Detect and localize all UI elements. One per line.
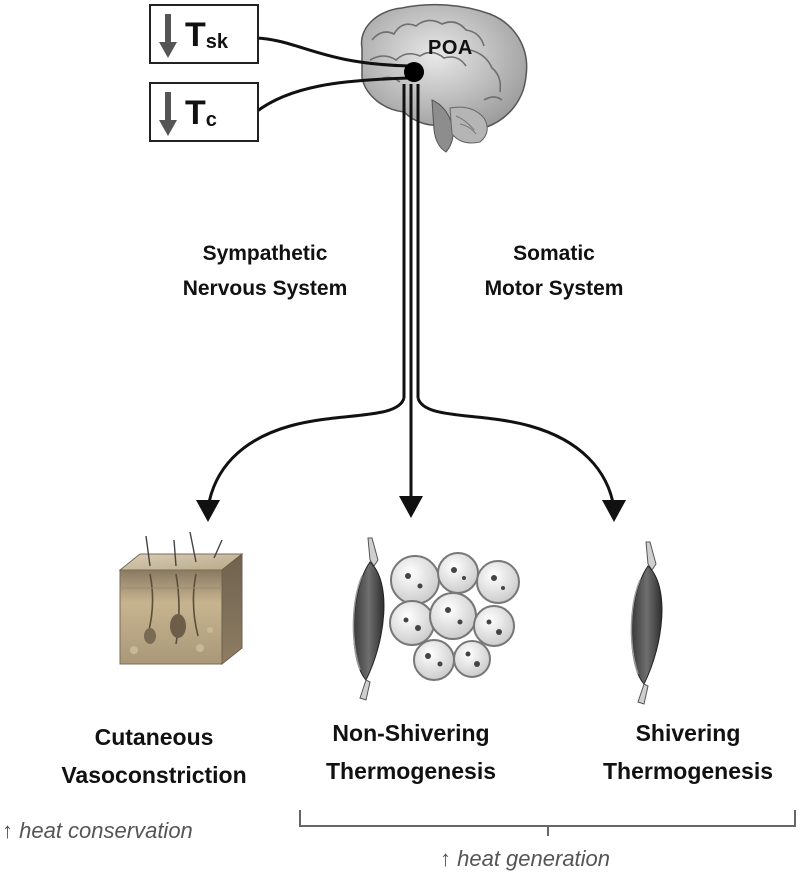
muscle-icon	[630, 541, 663, 705]
core-temperature-box: Tc	[149, 82, 259, 142]
arrowhead-center	[399, 496, 423, 518]
branch-left	[206, 397, 406, 509]
down-arrow-icon	[159, 14, 177, 58]
brown-adipocytes-icon	[389, 552, 520, 681]
sympathetic-label: Sympathetic Nervous System	[182, 242, 348, 300]
branch-right	[416, 397, 616, 509]
core-input-line	[255, 76, 411, 114]
muscle-icon	[352, 537, 385, 701]
skin-temperature-label: Tsk	[185, 16, 229, 54]
arrowhead-right	[602, 500, 626, 522]
arrowhead-left	[196, 500, 220, 522]
poa-node	[404, 62, 424, 82]
shivering-thermogenesis-label: Shivering Thermogenesis	[603, 720, 773, 784]
somatic-label: Somatic Motor System	[484, 242, 624, 300]
cutaneous-vasoconstriction-label: Cutaneous Vasoconstriction	[61, 724, 247, 788]
heat-generation-bracket	[299, 810, 796, 827]
skin-section-icon	[118, 531, 244, 666]
skin-input-line	[255, 36, 411, 68]
poa-label: POA	[428, 37, 473, 59]
skin-temperature-box: Tsk	[149, 4, 259, 64]
core-temperature-label: Tc	[185, 94, 217, 132]
non-shivering-thermogenesis-label: Non-Shivering Thermogenesis	[326, 720, 496, 784]
heat-conservation-note: ↑ heat conservation	[2, 818, 193, 843]
heat-generation-note: ↑ heat generation	[440, 846, 611, 871]
down-arrow-icon	[159, 92, 177, 136]
